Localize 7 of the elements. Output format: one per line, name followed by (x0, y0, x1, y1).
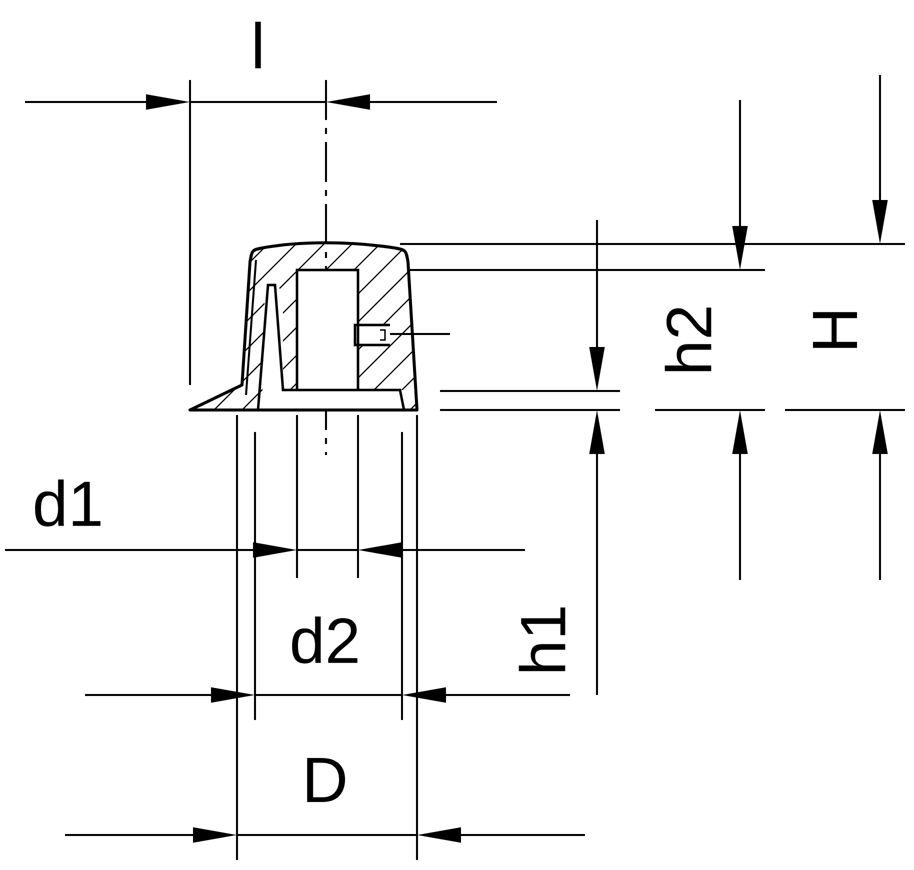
dimension-label: h2 (664, 308, 712, 372)
dimension-label: l (255, 22, 261, 68)
dimension-label: D (307, 758, 346, 802)
dimension-label: H (812, 312, 858, 348)
dimension-label: h1 (518, 608, 566, 672)
dimension-label: d1 (35, 480, 100, 526)
dimension-label: d2 (292, 616, 358, 664)
